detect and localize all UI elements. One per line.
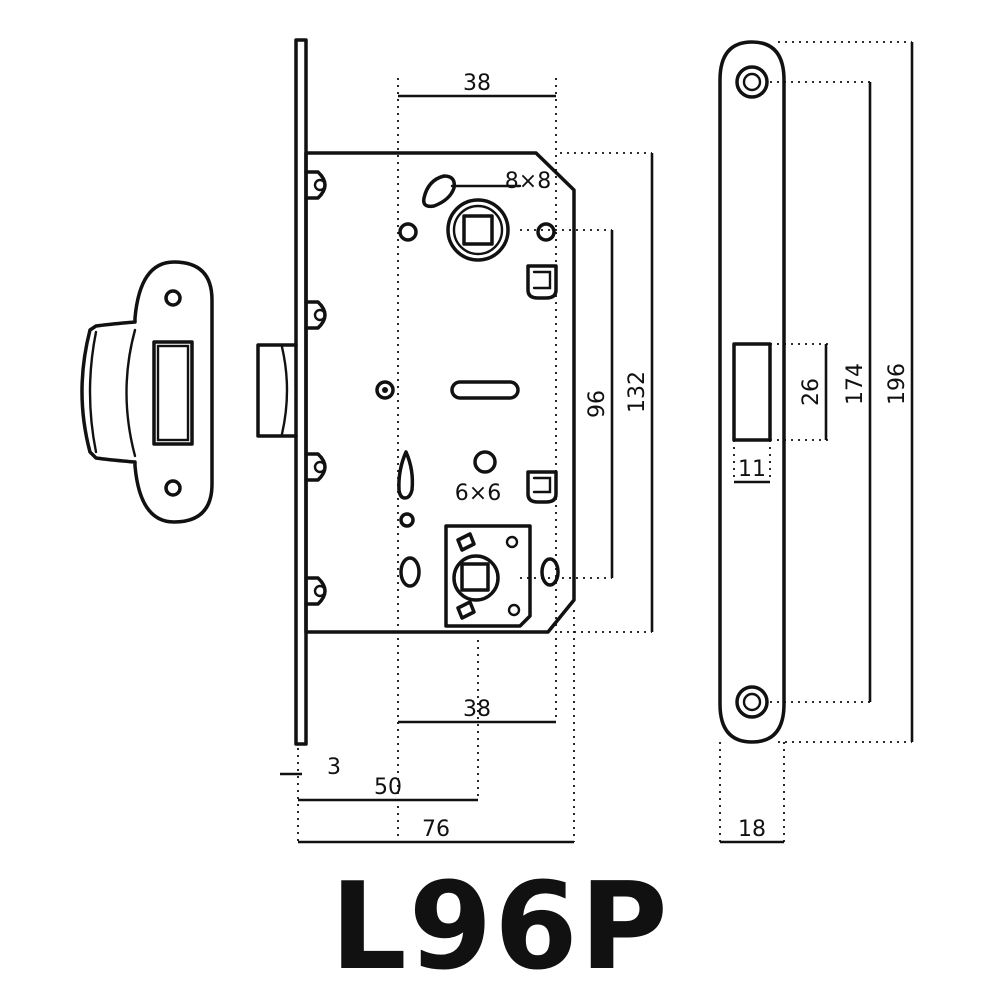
latch-bolt	[256, 343, 298, 438]
faceplate-screw-hole-bottom	[735, 685, 769, 719]
lock-body	[256, 38, 576, 746]
latch-bolt-bevel	[280, 345, 289, 436]
case-u-slot-lower	[526, 470, 558, 504]
faceplate-screw-hole-top	[735, 65, 769, 99]
dim-faceplate-width: 18	[738, 817, 766, 842]
lock-case	[304, 151, 576, 634]
strike-lip-curve-outer	[88, 330, 98, 454]
case-long-slot	[450, 380, 520, 400]
strike-plate-outline	[80, 260, 214, 524]
handle-spindle-hub	[421, 174, 522, 262]
dimension-labels: 38 8×8 6×6 38 3 50 76 96 132 26 174 196 …	[327, 71, 910, 842]
dim-turn-square: 6×6	[455, 481, 501, 506]
case-screw	[375, 380, 395, 400]
faceplate-outline	[718, 40, 786, 744]
case-teardrop-slot	[397, 450, 415, 500]
dim-backset-top: 38	[463, 71, 491, 96]
mounting-tabs	[304, 170, 327, 606]
privacy-turn-hub	[444, 524, 532, 628]
dim-handle-turn: 96	[585, 390, 610, 418]
dim-strike-opening-width: 11	[738, 457, 766, 482]
model-title: L96P	[330, 858, 670, 997]
strike-opening	[152, 340, 194, 446]
dim-faceplate-height: 196	[885, 363, 910, 405]
case-oval-hole	[540, 557, 560, 587]
case-hole	[398, 222, 418, 242]
case-u-slot-lower-inner	[532, 476, 552, 494]
dim-strike-opening-height: 26	[799, 378, 824, 406]
dimension-lines	[280, 41, 914, 844]
strike-plate	[80, 260, 214, 524]
case-oval-hole	[399, 556, 421, 588]
faceplate-screw-hole-bottom-inner	[742, 692, 762, 712]
dim-case-depth: 76	[422, 817, 450, 842]
case-hole	[473, 450, 497, 474]
dim-backset-bottom: 38	[463, 697, 491, 722]
dim-faceplate-thickness: 3	[327, 755, 341, 780]
case-screw-center	[382, 387, 388, 393]
dim-center-50: 50	[374, 775, 402, 800]
case-u-slot-inner	[532, 270, 552, 290]
strike-screw-hole-top	[164, 289, 182, 307]
dim-case-height: 132	[625, 371, 650, 413]
strike-lip-curve	[125, 328, 137, 458]
case-hole	[536, 222, 556, 242]
dim-hole-distance: 174	[843, 363, 868, 405]
case-u-slot	[526, 264, 558, 300]
strike-screw-hole-bottom	[164, 479, 182, 497]
faceplate-screw-hole-top-inner	[742, 72, 762, 92]
faceplate-front	[718, 40, 786, 744]
strike-opening-inner	[156, 344, 190, 442]
latch-opening	[732, 342, 772, 442]
dim-spindle-square: 8×8	[505, 169, 551, 194]
case-hole-small	[399, 512, 415, 528]
